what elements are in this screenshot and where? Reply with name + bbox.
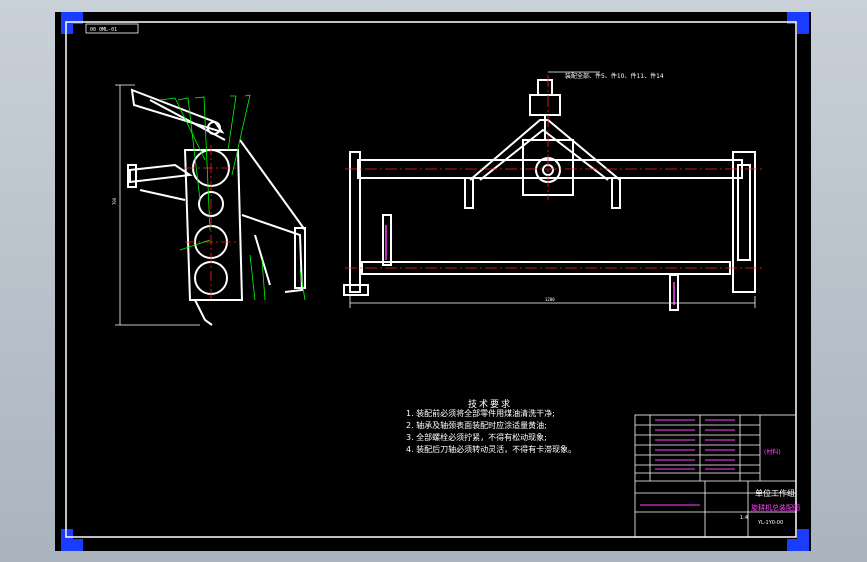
front-view-centerlines bbox=[345, 75, 765, 269]
title-block-drawing-name: 旋耕机总装配图 bbox=[751, 504, 800, 512]
side-view bbox=[115, 84, 306, 326]
dim-width: 1200 bbox=[545, 297, 555, 302]
title-block-material: (材料) bbox=[764, 449, 781, 456]
note-line-1: 1. 装配前必须将全部零件用煤油清洗干净; bbox=[406, 409, 555, 418]
title-block-pink-rows bbox=[640, 419, 735, 506]
note-line-3: 3. 全部螺栓必须拧紧，不得有松动现象; bbox=[406, 433, 547, 442]
front-view-accents bbox=[385, 225, 675, 305]
title-block-drawing-number: YL-1Y0-00 bbox=[758, 520, 784, 526]
top-annotation: 装配全部、件5、件10、件11、件14 bbox=[565, 72, 664, 80]
front-view bbox=[343, 79, 756, 311]
title-block-company: 单位工作组 bbox=[755, 489, 795, 498]
note-line-4: 4. 装配后刀轴必须转动灵活，不得有卡滞现象。 bbox=[406, 445, 577, 454]
side-view-centerlines bbox=[185, 145, 238, 300]
frame-label: 00 0ML-01 bbox=[90, 27, 117, 33]
dim-height: 700 bbox=[112, 197, 117, 205]
side-view-leaders bbox=[159, 94, 306, 301]
note-line-2: 2. 轴承及轴颈表面装配时应涂适量黄油; bbox=[406, 421, 547, 430]
frame-label-box bbox=[85, 23, 139, 34]
grip-corner-top-right[interactable] bbox=[787, 12, 809, 34]
drawing-border bbox=[65, 21, 797, 538]
title-block-scale: 1:4 bbox=[740, 515, 749, 521]
front-view-dimension bbox=[349, 71, 756, 308]
grip-corner-bottom-right[interactable] bbox=[787, 529, 809, 551]
title-block bbox=[634, 414, 797, 538]
cad-viewport[interactable] bbox=[55, 12, 811, 551]
notes-title: 技术要求 bbox=[468, 400, 513, 410]
